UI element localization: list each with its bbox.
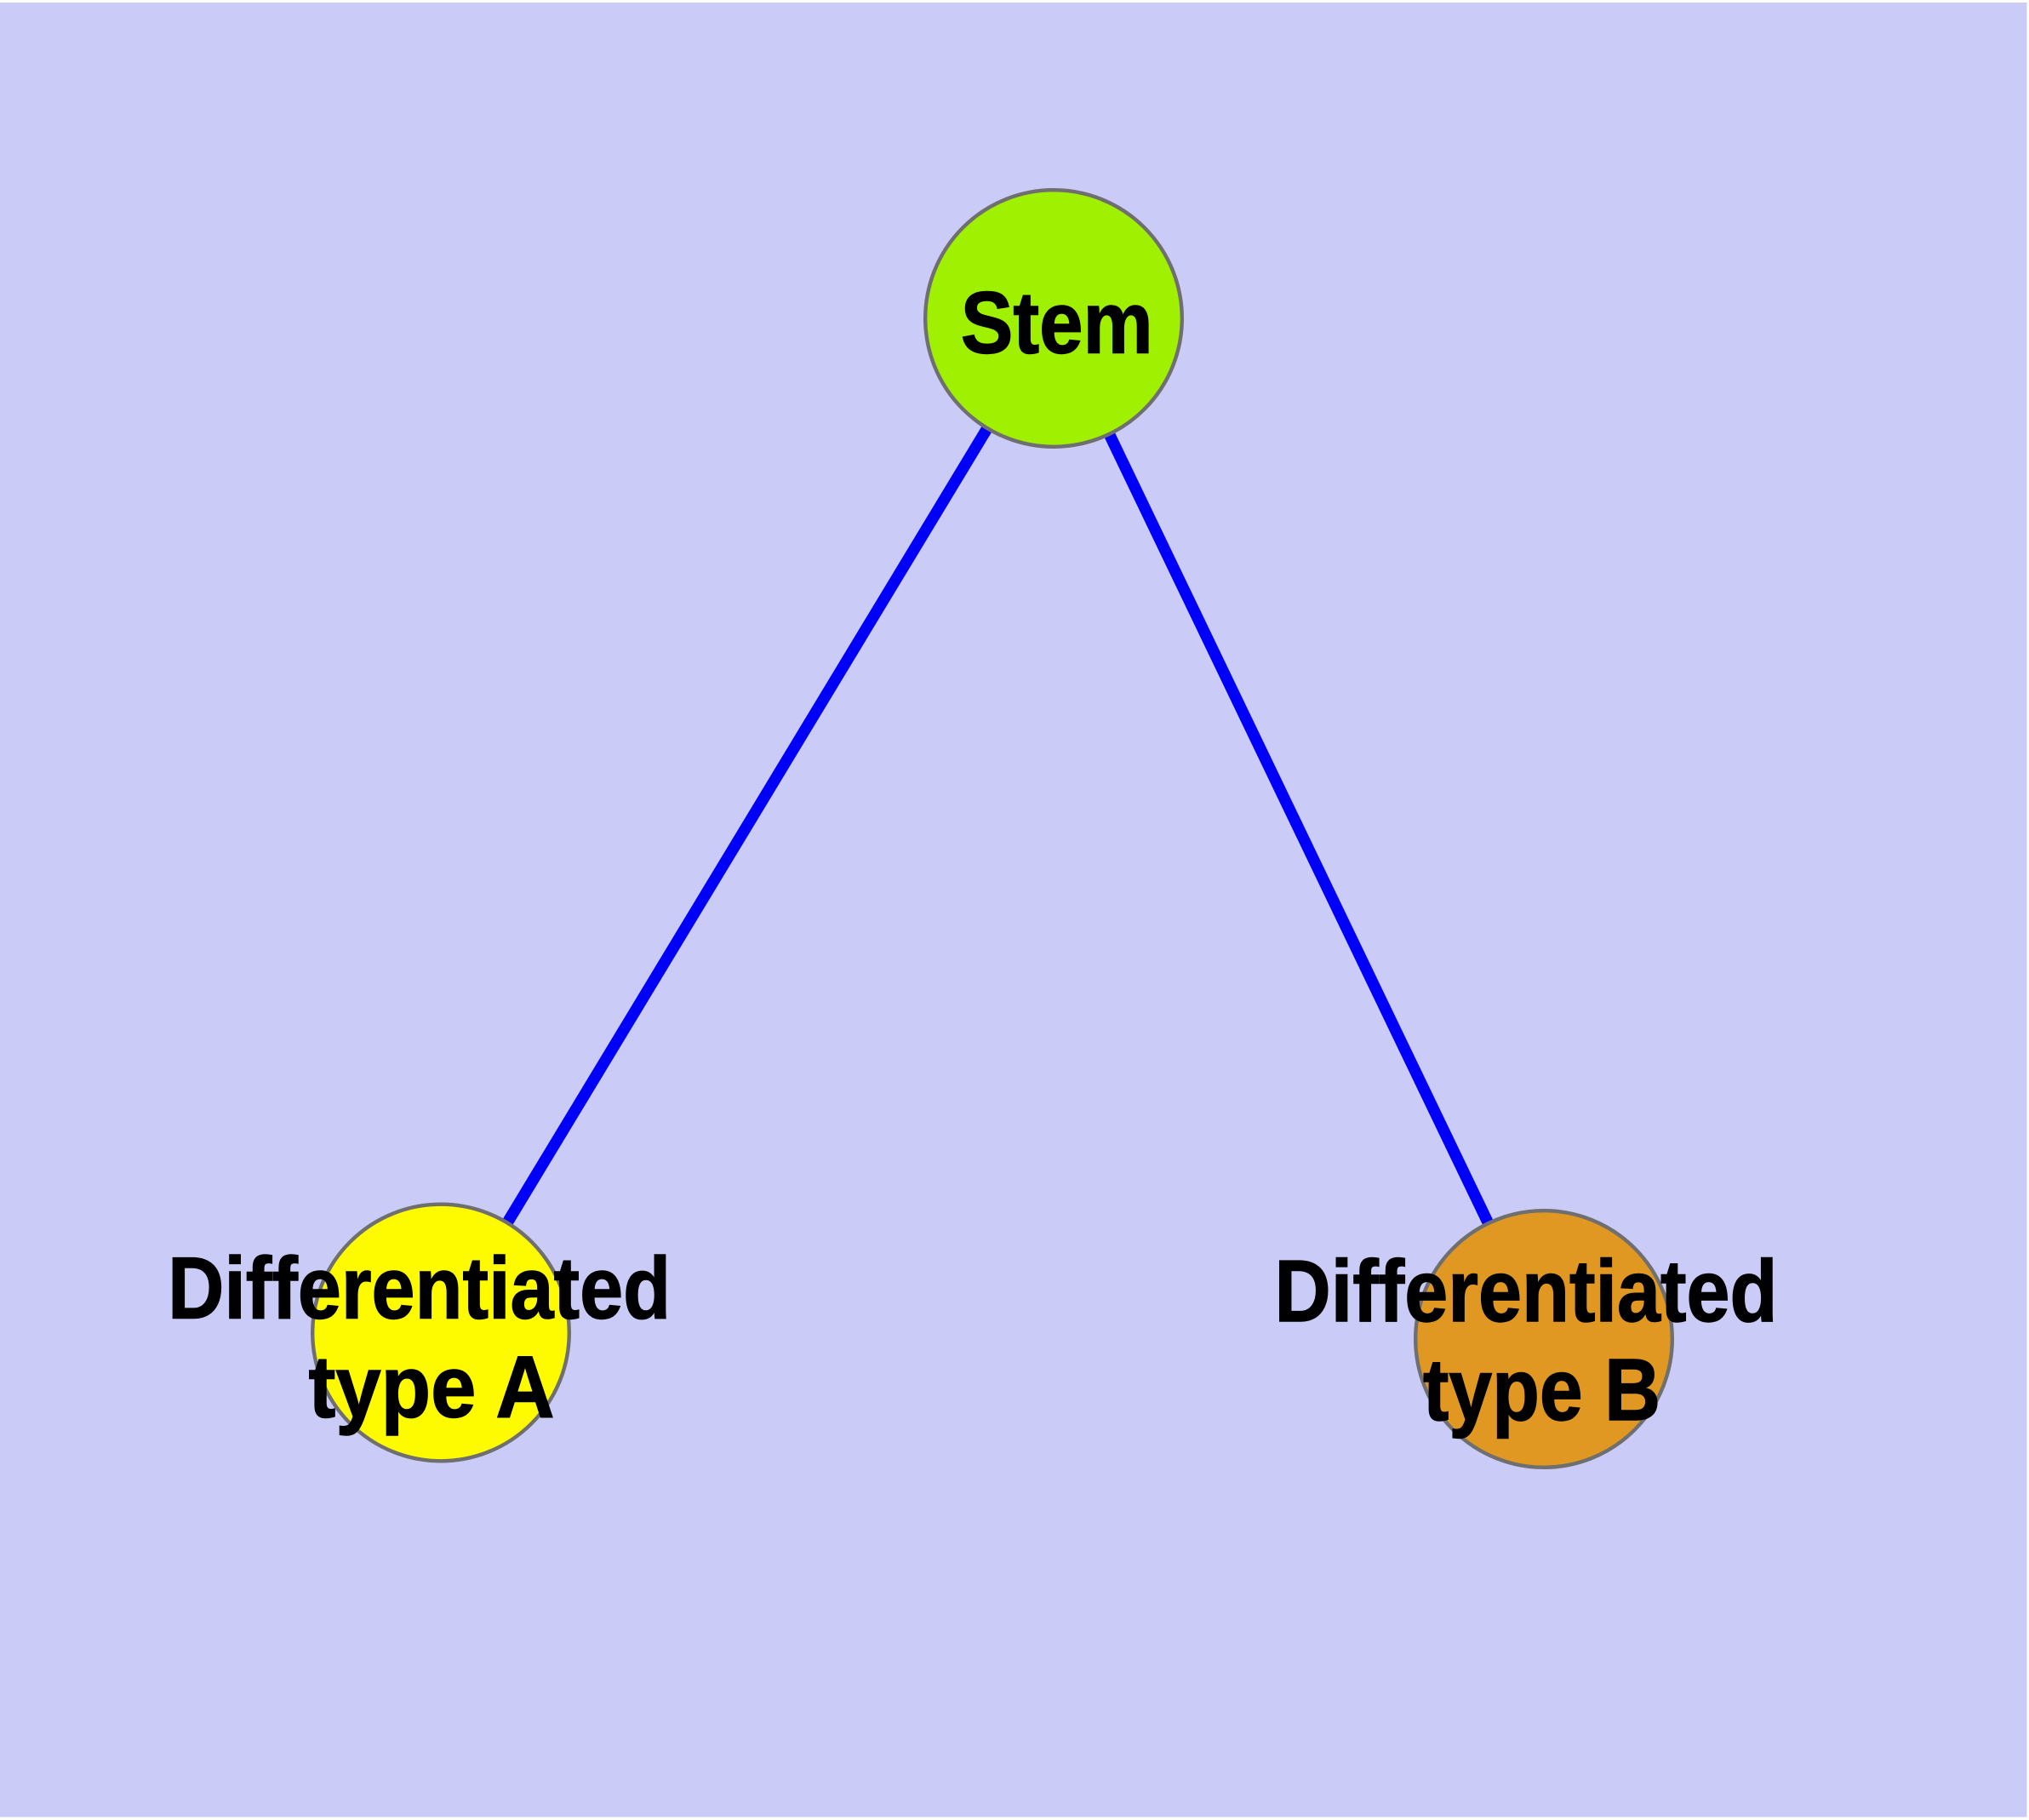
svg-text:type B: type B: [1423, 1340, 1660, 1439]
svg-text:Differentiated: Differentiated: [168, 1239, 671, 1337]
svg-text:type A: type A: [309, 1337, 555, 1436]
svg-text:Differentiated: Differentiated: [1275, 1241, 1778, 1340]
svg-text:Stem: Stem: [961, 273, 1153, 372]
